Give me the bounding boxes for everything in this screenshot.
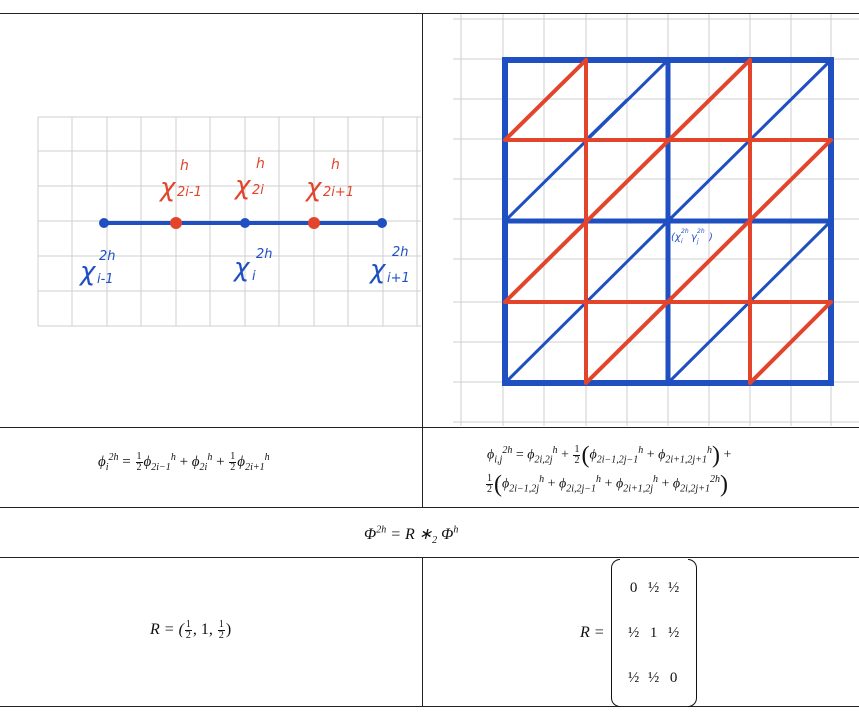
matrix-cell: 0 (669, 669, 678, 686)
svg-text:i: i (681, 238, 683, 245)
svg-text:2h: 2h (392, 245, 409, 260)
svg-text:χ: χ (368, 255, 387, 285)
svg-text:χ: χ (78, 257, 97, 287)
node-blue-1 (99, 218, 109, 228)
coarse-mesh (502, 57, 834, 386)
svg-text:γ: γ (691, 232, 698, 243)
svg-text:h: h (180, 158, 189, 174)
node-blue-2 (240, 218, 250, 228)
rule-top (0, 13, 859, 14)
rule-mid-lower (422, 557, 423, 706)
svg-text:(χ: (χ (671, 232, 682, 243)
matrix-cell: 0 (629, 579, 638, 596)
labels-fine: χ 2i-1 h χ 2i h χ 2i+1 h (158, 156, 354, 203)
matrix-cell: 1 (649, 624, 658, 641)
svg-text:i+1: i+1 (387, 271, 410, 286)
svg-text:j: j (696, 238, 699, 245)
svg-text:2i: 2i (252, 183, 264, 198)
svg-text:h: h (331, 157, 340, 173)
figure-1d-grid: χ 2i-1 h χ 2i h χ 2i+1 h χ i-1 2h χ i 2h… (37, 116, 421, 327)
rule-bottom (0, 706, 859, 707)
node-red-1 (170, 217, 182, 229)
svg-text:χ: χ (304, 173, 323, 203)
svg-text:χ: χ (232, 253, 251, 283)
node-blue-3 (377, 218, 387, 228)
matrix-cell: ½ (647, 579, 660, 596)
stencil-2d: R = 0 ½ ½ ½ 1 ½ ½ ½ 0 (580, 559, 697, 707)
matrix-paren-right (687, 559, 697, 707)
center-node-label: (χ i 2h γ j 2h ) (671, 228, 713, 245)
rule-1 (0, 427, 859, 428)
matrix-cell: ½ (667, 624, 680, 641)
matrix-cell: ½ (667, 579, 680, 596)
svg-text:i: i (252, 269, 256, 284)
svg-text:2h: 2h (681, 228, 689, 235)
fine-mesh (503, 58, 833, 385)
svg-text:2i+1: 2i+1 (323, 185, 354, 200)
node-red-2 (308, 217, 320, 229)
svg-text:2i-1: 2i-1 (177, 185, 202, 200)
figure-2d-grid: (χ i 2h γ j 2h ) (453, 14, 859, 426)
svg-text:2h: 2h (256, 247, 273, 262)
svg-text:): ) (708, 232, 713, 243)
rule-3 (0, 557, 859, 558)
labels-coarse: χ i-1 2h χ i 2h χ i+1 2h (78, 245, 410, 287)
rule-mid-upper (422, 13, 423, 507)
matrix-cell: ½ (647, 669, 660, 686)
matrix-entries: 0 ½ ½ ½ 1 ½ ½ ½ 0 (620, 566, 688, 701)
svg-text:2h: 2h (697, 228, 705, 235)
rule-2 (0, 507, 859, 508)
svg-text:χ: χ (158, 173, 177, 203)
svg-text:2h: 2h (99, 249, 116, 264)
matrix-paren-left (610, 559, 620, 707)
matrix-cell: ½ (627, 669, 640, 686)
svg-text:χ: χ (233, 171, 252, 201)
svg-text:i-1: i-1 (97, 272, 114, 287)
svg-text:h: h (256, 156, 265, 172)
matrix-cell: ½ (627, 624, 640, 641)
operator-equation: Φ2h = R ∗2 Φh (364, 524, 459, 547)
